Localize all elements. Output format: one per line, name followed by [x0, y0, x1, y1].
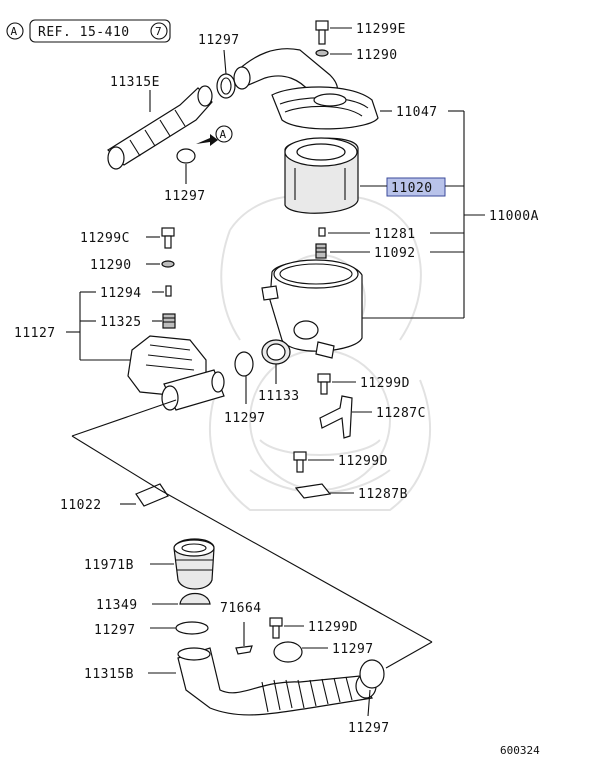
clamp-11297-a[interactable]	[175, 621, 209, 635]
ref-box	[29, 19, 171, 43]
label-71664[interactable]: 71664	[220, 601, 262, 616]
label-11315B[interactable]: 11315B	[84, 667, 134, 682]
label-11281[interactable]: 11281	[374, 227, 416, 242]
cap-11349[interactable]	[179, 592, 211, 605]
label-11127[interactable]: 11127	[14, 326, 56, 341]
ref-text: REF. 15-410	[38, 25, 130, 40]
label-11299D-2[interactable]: 11299D	[338, 454, 388, 469]
bolt-11299C[interactable]	[161, 227, 175, 249]
bracket-11287B[interactable]	[294, 483, 332, 499]
diagram-id: 600324	[500, 744, 540, 757]
clamp-11297-mid[interactable]	[176, 148, 196, 164]
ref-num-circle-icon	[150, 22, 168, 40]
part-11092[interactable]	[315, 243, 327, 259]
filter-element-11020[interactable]	[284, 137, 359, 214]
label-11325[interactable]: 11325	[100, 315, 142, 330]
label-11287B[interactable]: 11287B	[358, 487, 408, 502]
label-11299D-3[interactable]: 11299D	[308, 620, 358, 635]
label-11299D-1[interactable]: 11299D	[360, 376, 410, 391]
bolt-11299D-3[interactable]	[269, 617, 283, 639]
bracket-11287C[interactable]	[319, 395, 353, 439]
ref-header: A REF. 15-410 7	[6, 19, 171, 43]
label-11133[interactable]: 11133	[258, 389, 300, 404]
part-11022[interactable]	[135, 483, 169, 507]
ref-circle-icon	[6, 22, 24, 40]
bolt-11299D-1[interactable]	[317, 373, 331, 395]
ref-circle-letter: A	[11, 25, 18, 38]
label-11022[interactable]: 11022	[60, 498, 102, 513]
label-11047[interactable]: 11047	[396, 105, 438, 120]
part-11281[interactable]	[318, 227, 326, 237]
ref-circle-num: 7	[155, 25, 162, 38]
pipe-11315E[interactable]	[107, 85, 213, 170]
part-11325[interactable]	[162, 313, 176, 329]
label-11299C[interactable]: 11299C	[80, 231, 130, 246]
label-11297-a[interactable]: 11297	[94, 623, 136, 638]
part-71664[interactable]	[235, 645, 253, 655]
washer-11290-left[interactable]	[161, 260, 175, 268]
label-11290-left[interactable]: 11290	[90, 258, 132, 273]
seal-11133[interactable]	[261, 339, 291, 365]
arrow-letter: A	[220, 128, 227, 141]
label-11092[interactable]: 11092	[374, 246, 416, 261]
label-11297-bottom[interactable]: 11297	[348, 721, 390, 736]
label-11297-mid[interactable]: 11297	[164, 189, 206, 204]
label-11000A[interactable]: 11000A	[489, 209, 539, 224]
label-11297-top[interactable]: 11297	[198, 33, 240, 48]
label-11297-lower[interactable]: 11297	[224, 411, 266, 426]
clamp-11297-bottom[interactable]	[359, 659, 385, 689]
air-cleaner-cover-11047[interactable]	[271, 86, 379, 130]
air-cleaner-case[interactable]	[261, 259, 363, 359]
clamp-11297-lower[interactable]	[234, 351, 254, 377]
bellows-11971B[interactable]	[173, 538, 215, 590]
washer-11290-top[interactable]	[315, 49, 329, 57]
bolt-11299D-2[interactable]	[293, 451, 307, 473]
part-11294[interactable]	[165, 285, 172, 297]
label-11020[interactable]: 11020	[391, 181, 433, 196]
resonator-11127[interactable]	[127, 335, 225, 411]
label-11971B[interactable]: 11971B	[84, 558, 134, 573]
label-11299E[interactable]: 11299E	[356, 22, 406, 37]
label-11290-top[interactable]: 11290	[356, 48, 398, 63]
highlight-box-11020	[386, 177, 446, 197]
bolt-11299E[interactable]	[315, 20, 329, 45]
label-11297-b[interactable]: 11297	[332, 642, 374, 657]
label-11294[interactable]: 11294	[100, 286, 142, 301]
label-11315E[interactable]: 11315E	[110, 75, 160, 90]
label-11287C[interactable]: 11287C	[376, 406, 426, 421]
label-11349[interactable]: 11349	[96, 598, 138, 613]
clamp-11297-b[interactable]	[273, 641, 303, 663]
arrow-to-A: A	[196, 125, 233, 146]
